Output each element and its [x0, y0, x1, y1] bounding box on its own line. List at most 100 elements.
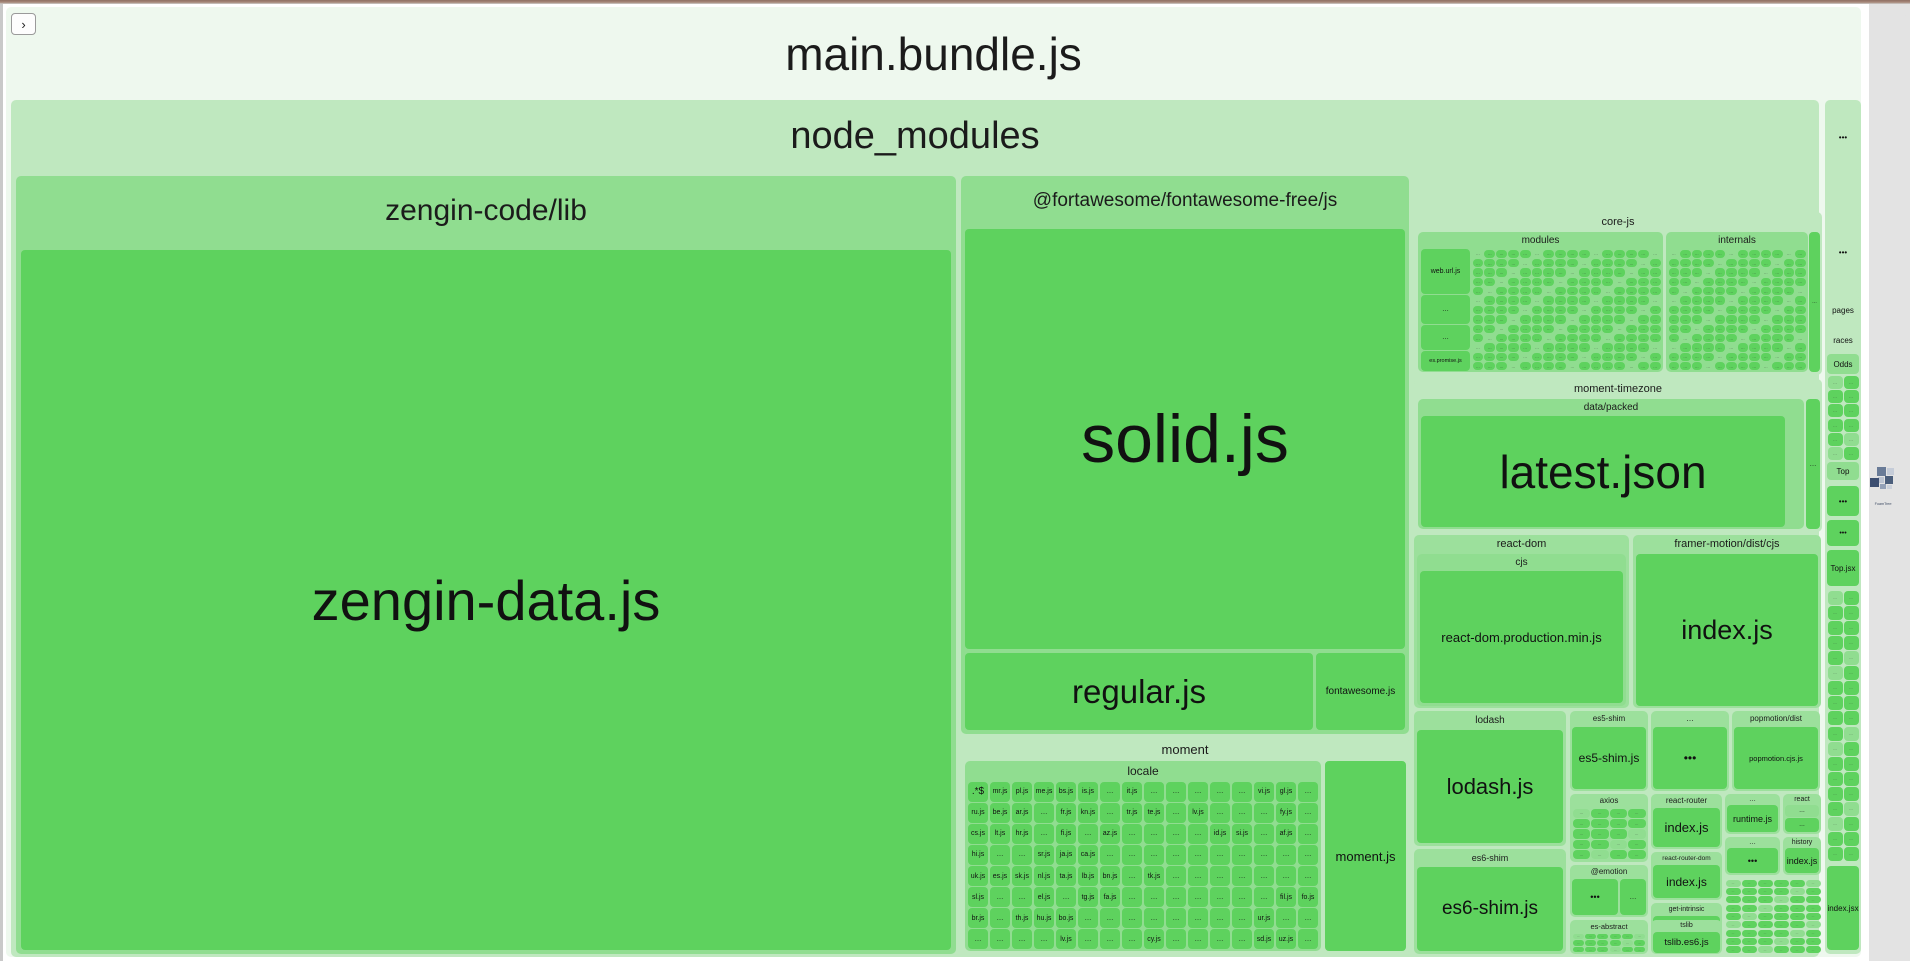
treemap-leaf-small[interactable]: …	[1649, 362, 1661, 371]
treemap-leaf-small[interactable]: …	[1827, 389, 1843, 404]
treemap-leaf-small[interactable]: …	[1741, 887, 1757, 896]
treemap-leaf-small[interactable]: …	[1572, 940, 1584, 946]
treemap-leaf-small[interactable]: …	[1726, 305, 1737, 315]
treemap-leaf-small[interactable]: …	[1626, 277, 1637, 287]
treemap-leaf-react-a[interactable]: …	[1785, 805, 1819, 817]
treemap-leaf-latest-json[interactable]: latest.json	[1421, 416, 1785, 527]
moment-locale-cell[interactable]: …	[1253, 823, 1275, 844]
treemap-leaf-small[interactable]: …	[1691, 305, 1702, 315]
treemap-leaf-small[interactable]: …	[1680, 324, 1691, 333]
treemap-leaf-small[interactable]: …	[1691, 333, 1702, 343]
treemap-leaf-small[interactable]: …	[1827, 711, 1843, 726]
treemap-leaf-small[interactable]: …	[1590, 268, 1602, 277]
treemap-leaf-small[interactable]: …	[1572, 946, 1584, 953]
treemap-leaf-small[interactable]: …	[1649, 268, 1661, 277]
treemap-leaf-small[interactable]: …	[1543, 249, 1555, 258]
treemap-leaf-small[interactable]: …	[1843, 666, 1859, 681]
treemap-leaf-small[interactable]: …	[1602, 333, 1614, 343]
treemap-leaf-small[interactable]: …	[1609, 933, 1621, 940]
moment-locale-cell[interactable]: be.js	[989, 802, 1011, 823]
treemap-leaf-small[interactable]: …	[1725, 937, 1741, 946]
treemap-leaf-small[interactable]: …	[1602, 305, 1614, 315]
treemap-leaf-small[interactable]: …	[1843, 650, 1859, 666]
treemap-leaf-small[interactable]: …	[1484, 258, 1496, 268]
treemap-leaf-small[interactable]: …	[1602, 258, 1614, 268]
treemap-leaf-small[interactable]: …	[1741, 912, 1757, 921]
treemap-leaf-small[interactable]: …	[1496, 249, 1507, 258]
treemap-leaf-small[interactable]: …	[1749, 352, 1760, 362]
treemap-leaf-small[interactable]: …	[1843, 681, 1859, 696]
treemap-leaf-small[interactable]: …	[1783, 287, 1794, 296]
treemap-leaf-react-dom-production-min[interactable]: react-dom.production.min.js	[1420, 571, 1623, 703]
moment-locale-cell[interactable]: fil.js	[1275, 887, 1297, 908]
moment-locale-cell[interactable]: …	[1231, 887, 1253, 908]
treemap-leaf-small[interactable]: …	[1843, 404, 1859, 418]
treemap-leaf-small[interactable]: …	[1805, 946, 1821, 954]
treemap-leaf-small[interactable]: …	[1703, 268, 1714, 277]
treemap-leaf-small[interactable]: …	[1531, 315, 1543, 324]
moment-locale-cell[interactable]: cy.js	[1143, 929, 1165, 950]
treemap-leaf-small[interactable]: …	[1725, 921, 1741, 929]
treemap-leaf-small[interactable]: …	[1496, 277, 1507, 287]
treemap-leaf-small[interactable]: …	[1555, 287, 1566, 296]
moment-locale-cell[interactable]: …	[1121, 887, 1143, 908]
treemap-leaf-small[interactable]: …	[1507, 287, 1519, 296]
moment-locale-cell[interactable]: …	[1165, 887, 1187, 908]
moment-locale-cell[interactable]: bs.js	[1055, 781, 1077, 802]
treemap-leaf-small[interactable]: …	[1773, 879, 1789, 887]
treemap-leaf-small[interactable]: …	[1668, 343, 1679, 352]
treemap-leaf-small[interactable]: …	[1773, 946, 1789, 954]
treemap-leaf-small[interactable]: …	[1572, 818, 1590, 829]
moment-locale-cell[interactable]: sd.js	[1253, 929, 1275, 950]
treemap-leaf-src-pages[interactable]: pages	[1827, 294, 1859, 326]
treemap-leaf-small[interactable]: …	[1783, 333, 1794, 343]
treemap-leaf-small[interactable]: …	[1590, 258, 1602, 268]
treemap-leaf-small[interactable]: …	[1567, 277, 1578, 287]
treemap-leaf-small[interactable]: …	[1496, 362, 1507, 371]
treemap-leaf-small[interactable]: …	[1827, 696, 1843, 711]
moment-locale-cell[interactable]: fo.js	[1297, 887, 1319, 908]
treemap-leaf-small[interactable]: …	[1843, 786, 1859, 802]
moment-locale-cell[interactable]: …	[1143, 887, 1165, 908]
moment-locale-cell[interactable]: …	[1121, 929, 1143, 950]
treemap-leaf-small[interactable]: …	[1843, 802, 1859, 817]
treemap-leaf-mtz-tail[interactable]: …	[1806, 399, 1820, 529]
moment-locale-cell[interactable]: lt.js	[989, 823, 1011, 844]
treemap-leaf-src-top-dots2[interactable]: •••	[1827, 520, 1859, 546]
treemap-leaf-small[interactable]: …	[1725, 904, 1741, 912]
moment-locale-cell[interactable]: kn.js	[1077, 802, 1099, 823]
treemap-leaf-small[interactable]: …	[1805, 912, 1821, 921]
treemap-leaf-small[interactable]: …	[1590, 287, 1602, 296]
treemap-leaf-small[interactable]: …	[1578, 333, 1590, 343]
moment-locale-cell[interactable]: …	[1209, 781, 1231, 802]
treemap-leaf-small[interactable]: …	[1691, 296, 1702, 305]
treemap-leaf-small[interactable]: …	[1567, 268, 1578, 277]
treemap-leaf-tslib-es6-js[interactable]: tslib.es6.js	[1653, 932, 1720, 953]
treemap-leaf-small[interactable]: …	[1668, 268, 1679, 277]
treemap-leaf-small[interactable]: …	[1741, 896, 1757, 904]
treemap-leaf-small[interactable]: …	[1609, 940, 1621, 946]
treemap-leaf-small[interactable]: …	[1827, 802, 1843, 817]
moment-locale-cell[interactable]: vi.js	[1253, 781, 1275, 802]
treemap-leaf-small[interactable]: …	[1578, 362, 1590, 371]
moment-locale-cell[interactable]: tg.js	[1077, 887, 1099, 908]
treemap-leaf-small[interactable]: …	[1507, 258, 1519, 268]
treemap-leaf-small[interactable]: …	[1772, 324, 1783, 333]
treemap-leaf-small[interactable]: …	[1519, 324, 1531, 333]
treemap-leaf-small[interactable]: …	[1609, 829, 1627, 839]
treemap-leaf-small[interactable]: …	[1737, 268, 1748, 277]
treemap-leaf-small[interactable]: …	[1805, 937, 1821, 946]
treemap-leaf-small[interactable]: …	[1749, 296, 1760, 305]
treemap-leaf-small[interactable]: …	[1805, 929, 1821, 937]
moment-locale-cell[interactable]: ar.js	[1011, 802, 1033, 823]
treemap-leaf-small[interactable]: …	[1795, 362, 1806, 371]
treemap-leaf-small[interactable]: …	[1757, 929, 1773, 937]
treemap-leaf-small[interactable]: …	[1691, 352, 1702, 362]
treemap-leaf-small[interactable]: …	[1827, 771, 1843, 786]
treemap-leaf-small[interactable]: …	[1578, 305, 1590, 315]
treemap-leaf-small[interactable]: …	[1496, 305, 1507, 315]
treemap-leaf-small[interactable]: …	[1737, 296, 1748, 305]
moment-locale-cell[interactable]: …	[1165, 844, 1187, 865]
treemap-leaf-small[interactable]: …	[1637, 277, 1649, 287]
treemap-leaf-small[interactable]: …	[1626, 352, 1637, 362]
